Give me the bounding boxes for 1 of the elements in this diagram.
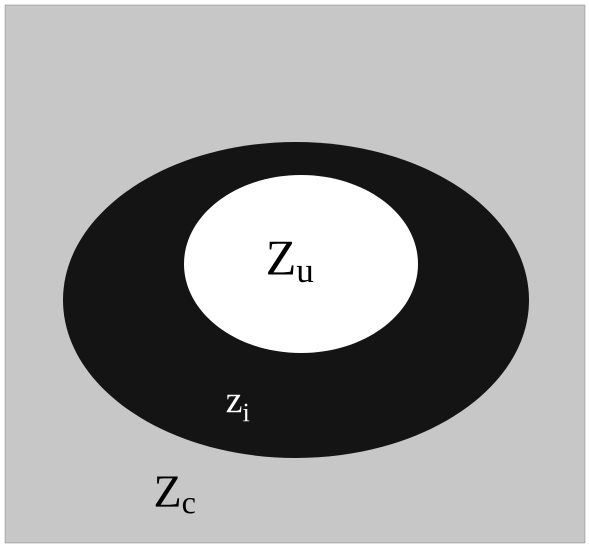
ellipse-region: Z$_{u}$ — [184, 175, 418, 353]
